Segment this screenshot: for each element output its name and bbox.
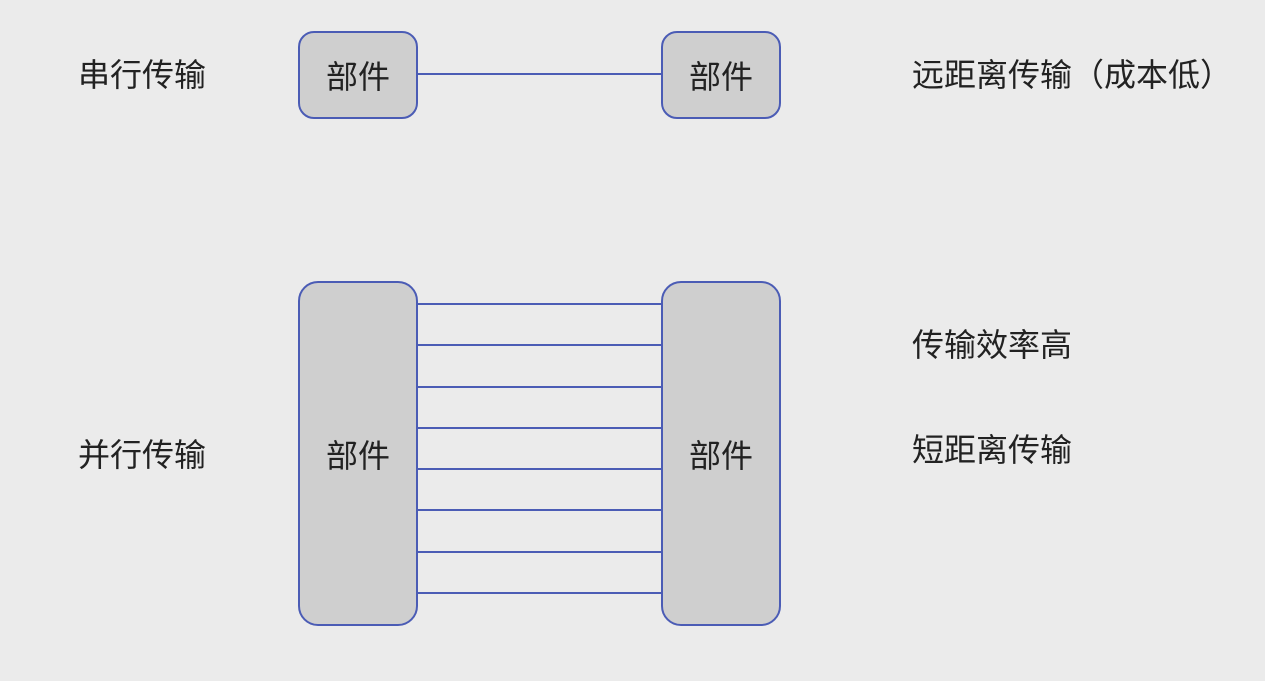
parallel-right-component: 部件 — [661, 281, 781, 626]
parallel-left-component: 部件 — [298, 281, 418, 626]
parallel-line — [418, 592, 661, 594]
serial-right-component-label: 部件 — [688, 58, 753, 96]
parallel-line — [418, 344, 661, 346]
parallel-line — [418, 468, 661, 470]
parallel-left-component-label: 部件 — [325, 436, 390, 475]
parallel-transmission-label: 并行传输 — [78, 436, 207, 474]
parallel-line — [418, 551, 661, 553]
serial-left-component-label: 部件 — [325, 58, 390, 96]
parallel-line — [418, 509, 661, 511]
parallel-distance-note: 短距离传输 — [912, 431, 1073, 469]
serial-connection-line — [418, 73, 661, 75]
serial-left-component: 部件 — [298, 31, 418, 119]
parallel-right-component-label: 部件 — [688, 436, 753, 475]
serial-transmission-label: 串行传输 — [78, 56, 207, 94]
parallel-efficiency-note: 传输效率高 — [912, 326, 1073, 364]
parallel-line — [418, 427, 661, 429]
parallel-line — [418, 386, 661, 388]
parallel-line — [418, 303, 661, 305]
serial-transmission-note: 远距离传输（成本低） — [912, 56, 1233, 94]
serial-right-component: 部件 — [661, 31, 781, 119]
